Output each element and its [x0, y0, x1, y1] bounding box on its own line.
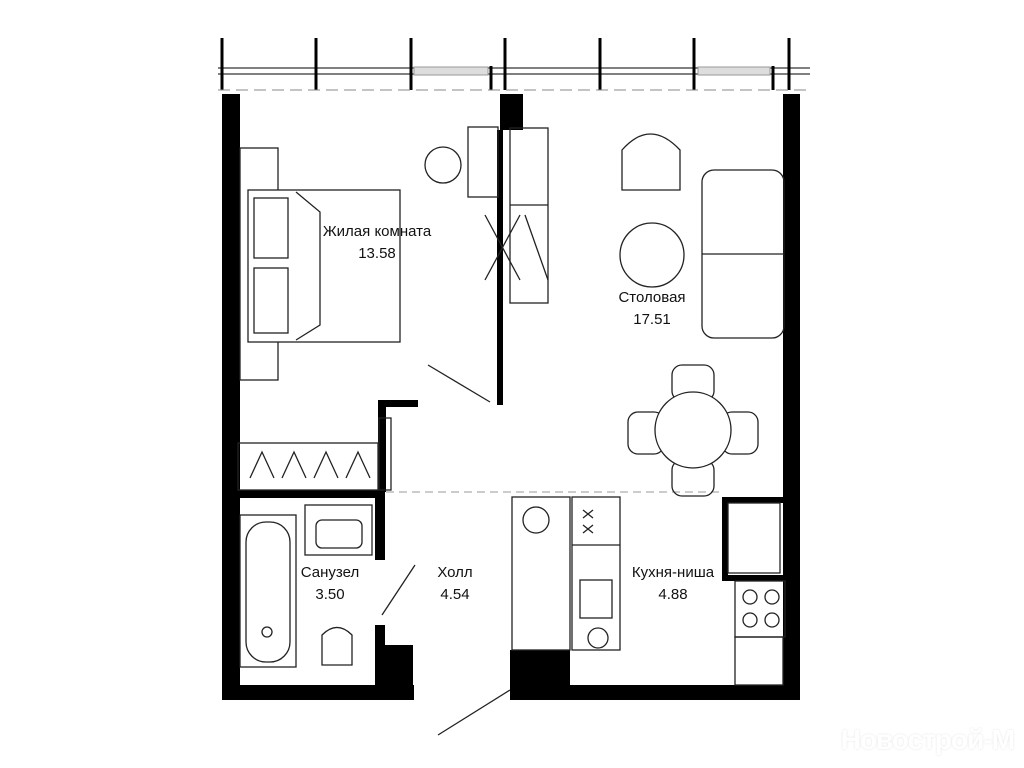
- room-label-kitchen: Кухня-ниша 4.88: [632, 562, 714, 606]
- room-name: Холл: [437, 564, 473, 581]
- sofa: [701, 169, 785, 339]
- room-name: Жилая комната: [322, 223, 432, 240]
- room-area: 4.54: [440, 586, 470, 603]
- room-name: Кухня-ниша: [631, 564, 715, 581]
- walls: [222, 94, 800, 700]
- room-label-bedroom: Жилая комната 13.58: [323, 221, 431, 265]
- desk: [467, 126, 499, 198]
- room-label-dining: Столовая 17.51: [618, 287, 685, 331]
- sink: [304, 504, 373, 556]
- fridge: [727, 502, 781, 574]
- watermark: Новострой-М: [840, 724, 1015, 755]
- room-name: Столовая: [618, 289, 686, 306]
- room-label-hall: Холл 4.54: [437, 562, 472, 606]
- armchair: [621, 133, 681, 191]
- toilet: [321, 626, 353, 666]
- room-area: 17.51: [633, 311, 671, 328]
- room-name: Санузел: [300, 564, 360, 581]
- bathtub: [239, 514, 297, 668]
- kitchen-unit: [511, 496, 621, 651]
- room-area: 3.50: [315, 586, 345, 603]
- entrance-door[interactable]: [437, 689, 511, 736]
- bed: [239, 147, 401, 381]
- room-area: 13.58: [358, 245, 396, 262]
- shelf-unit: [484, 127, 549, 304]
- dining-table: [627, 364, 759, 497]
- room-area: 4.88: [658, 586, 688, 603]
- hall-shelf: [378, 417, 392, 491]
- stool: [424, 146, 462, 184]
- wardrobe: [237, 442, 379, 491]
- room-label-bathroom: Санузел 3.50: [301, 562, 359, 606]
- stove: [734, 580, 786, 686]
- windows: [218, 38, 810, 91]
- coffee-table: [619, 222, 685, 288]
- bathroom-door[interactable]: [381, 564, 416, 616]
- bedroom-door[interactable]: [427, 364, 491, 403]
